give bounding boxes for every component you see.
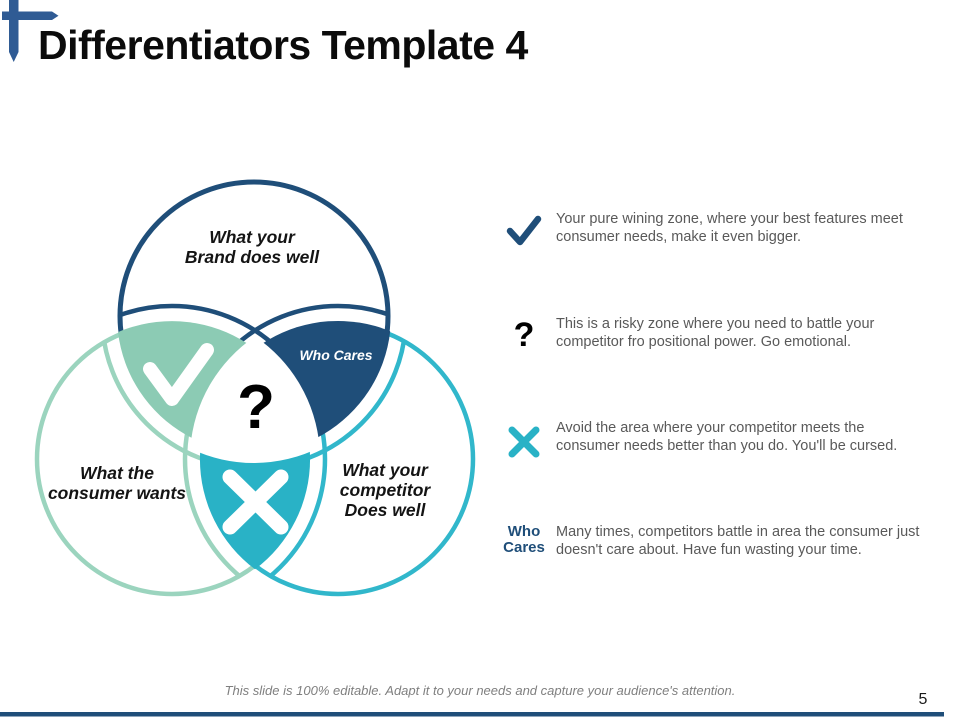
check-icon	[143, 343, 214, 406]
legend-text: Many times, competitors battle in area t…	[556, 524, 920, 558]
page-number: 5	[918, 691, 928, 708]
who-cares-label: Who Cares	[503, 523, 545, 556]
header-cross-icon	[2, 0, 59, 62]
legend-text: Avoid the area where your competitor mee…	[556, 420, 898, 454]
center-region	[190, 336, 320, 463]
legend-item-avoid: Avoid the area where your competitor mee…	[492, 420, 906, 459]
page-title: Differentiators Template 4	[38, 22, 528, 68]
label-who-cares-region: Who Cares	[299, 347, 373, 363]
legend-text: Your pure wining zone, where your best f…	[556, 211, 903, 245]
question-icon: ?	[513, 316, 535, 354]
legend-text: This is a risky zone where you need to b…	[556, 316, 875, 350]
label-competitor: What your competitor Does well	[339, 460, 431, 520]
question-icon: ?	[237, 373, 275, 442]
footer-divider-line	[0, 712, 944, 717]
legend-item-risky: ? This is a risky zone where you need to…	[492, 316, 936, 352]
label-consumer: What the consumer wants	[47, 463, 187, 503]
cross-icon	[222, 469, 289, 535]
check-icon	[506, 215, 542, 246]
cross-icon	[508, 426, 540, 458]
legend-item-winning: Your pure wining zone, where your best f…	[492, 211, 926, 247]
footer-note: This slide is 100% editable. Adapt it to…	[224, 683, 736, 698]
legend-item-who-cares: Who Cares Many times, competitors battle…	[492, 524, 938, 559]
brand-inner-gap-arcs	[120, 303, 388, 450]
label-brand: What your Brand does well	[184, 227, 320, 267]
